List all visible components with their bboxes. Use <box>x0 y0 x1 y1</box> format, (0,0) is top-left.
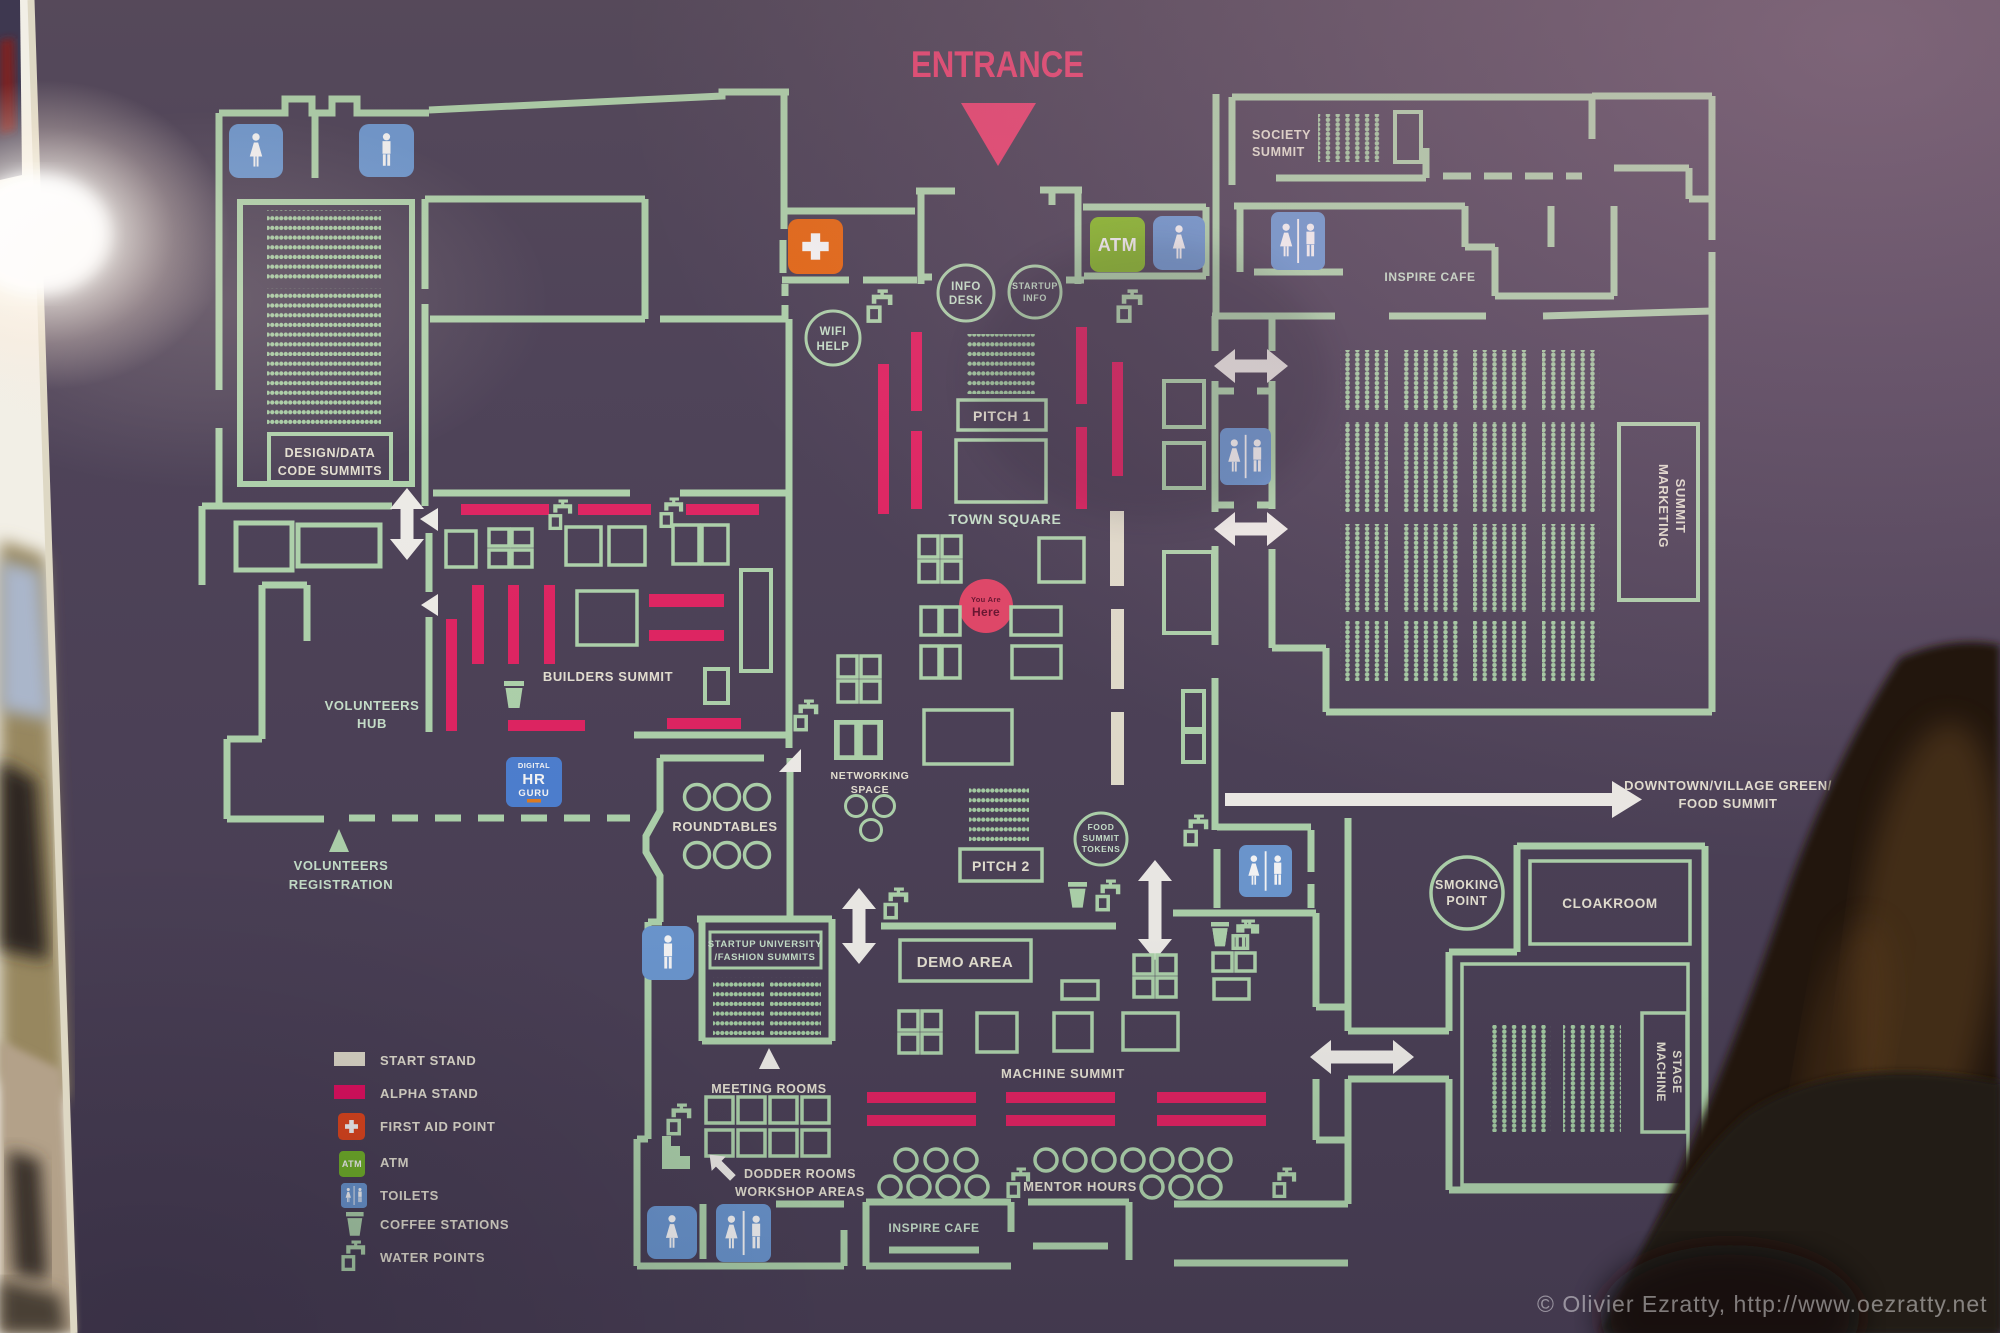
svg-text:© Olivier Ezratty, http://www.: © Olivier Ezratty, http://www.oezratty.n… <box>1537 1291 1988 1317</box>
